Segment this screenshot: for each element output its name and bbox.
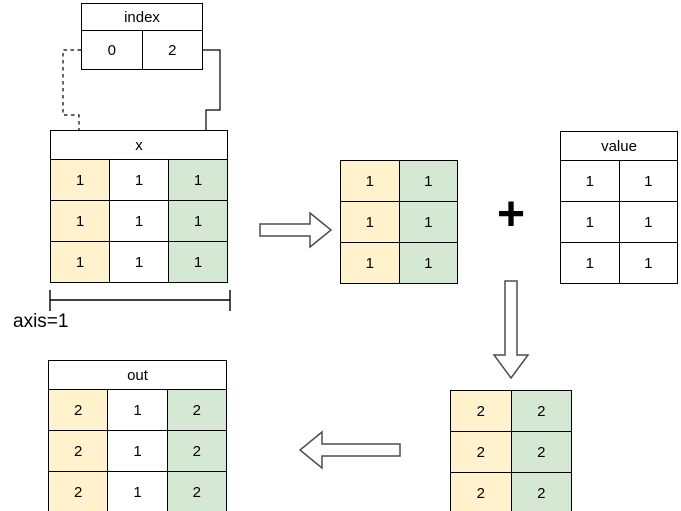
table-row: 2 1 2 [49, 471, 226, 511]
table-row: 2 1 2 [49, 430, 226, 471]
table-row: 2 2 [451, 472, 571, 511]
table-row: 1 1 [561, 242, 677, 283]
table-row: 1 1 [561, 201, 677, 242]
out-table: out 2 1 2 2 1 2 2 1 2 [48, 360, 227, 511]
table-cell: 2 [166, 472, 226, 511]
value-table-title: value [561, 132, 677, 160]
table-cell: 2 [451, 391, 511, 431]
table-cell: 2 [510, 391, 571, 431]
table-cell: 2 [451, 473, 511, 511]
table-cell: 2 [49, 431, 108, 471]
axis-label: axis=1 [13, 311, 69, 332]
table-cell: 2 [141, 31, 202, 69]
arrow-down-icon [492, 280, 530, 380]
table-cell: 1 [561, 202, 619, 242]
table-cell: 1 [109, 201, 168, 241]
table-cell: 1 [51, 242, 109, 282]
plus-operator: + [496, 187, 526, 241]
table-row: 1 1 [341, 201, 457, 242]
table-cell: 1 [561, 243, 619, 283]
table-cell: 1 [341, 202, 399, 242]
table-cell: 1 [168, 201, 227, 241]
table-row: 2 2 [451, 391, 571, 431]
table-cell: 1 [341, 243, 399, 283]
sum-table: 2 2 2 2 2 2 [450, 390, 572, 511]
table-cell: 2 [510, 473, 571, 511]
table-cell: 2 [49, 472, 108, 511]
table-cell: 1 [107, 390, 167, 430]
table-row: 1 1 1 [51, 159, 227, 200]
table-cell: 1 [398, 161, 457, 201]
table-cell: 2 [451, 432, 511, 472]
x-table: x 1 1 1 1 1 1 1 1 1 [50, 130, 228, 283]
table-cell: 2 [166, 431, 226, 471]
out-table-title: out [49, 361, 226, 389]
arrow-right-icon [259, 211, 333, 249]
table-cell: 1 [618, 202, 677, 242]
table-cell: 1 [561, 161, 619, 201]
table-row: 1 1 1 [51, 241, 227, 282]
x-table-title: x [51, 131, 227, 159]
table-cell: 1 [168, 242, 227, 282]
index-table: index 0 2 [81, 3, 203, 70]
table-cell: 1 [341, 161, 399, 201]
arrow-left-icon [298, 430, 401, 470]
table-cell: 1 [398, 202, 457, 242]
table-cell: 1 [107, 472, 167, 511]
table-cell: 1 [618, 243, 677, 283]
table-row: 1 1 [561, 160, 677, 201]
table-row: 2 2 [451, 431, 571, 472]
table-cell: 1 [107, 431, 167, 471]
table-row: 1 1 [341, 242, 457, 283]
table-cell: 2 [166, 390, 226, 430]
table-row: 1 1 [341, 161, 457, 201]
table-cell: 1 [109, 160, 168, 200]
gathered-table: 1 1 1 1 1 1 [340, 160, 458, 284]
table-row: 1 1 1 [51, 200, 227, 241]
table-cell: 2 [49, 390, 108, 430]
index-table-title: index [82, 4, 202, 30]
table-cell: 1 [51, 160, 109, 200]
table-cell: 1 [109, 242, 168, 282]
value-table: value 1 1 1 1 1 1 [560, 131, 678, 284]
table-cell: 2 [510, 432, 571, 472]
table-cell: 1 [618, 161, 677, 201]
table-cell: 1 [398, 243, 457, 283]
table-cell: 1 [51, 201, 109, 241]
table-cell: 1 [168, 160, 227, 200]
table-row: 0 2 [82, 30, 202, 69]
table-row: 2 1 2 [49, 389, 226, 430]
table-cell: 0 [82, 31, 142, 69]
axis-bracket [49, 290, 231, 311]
